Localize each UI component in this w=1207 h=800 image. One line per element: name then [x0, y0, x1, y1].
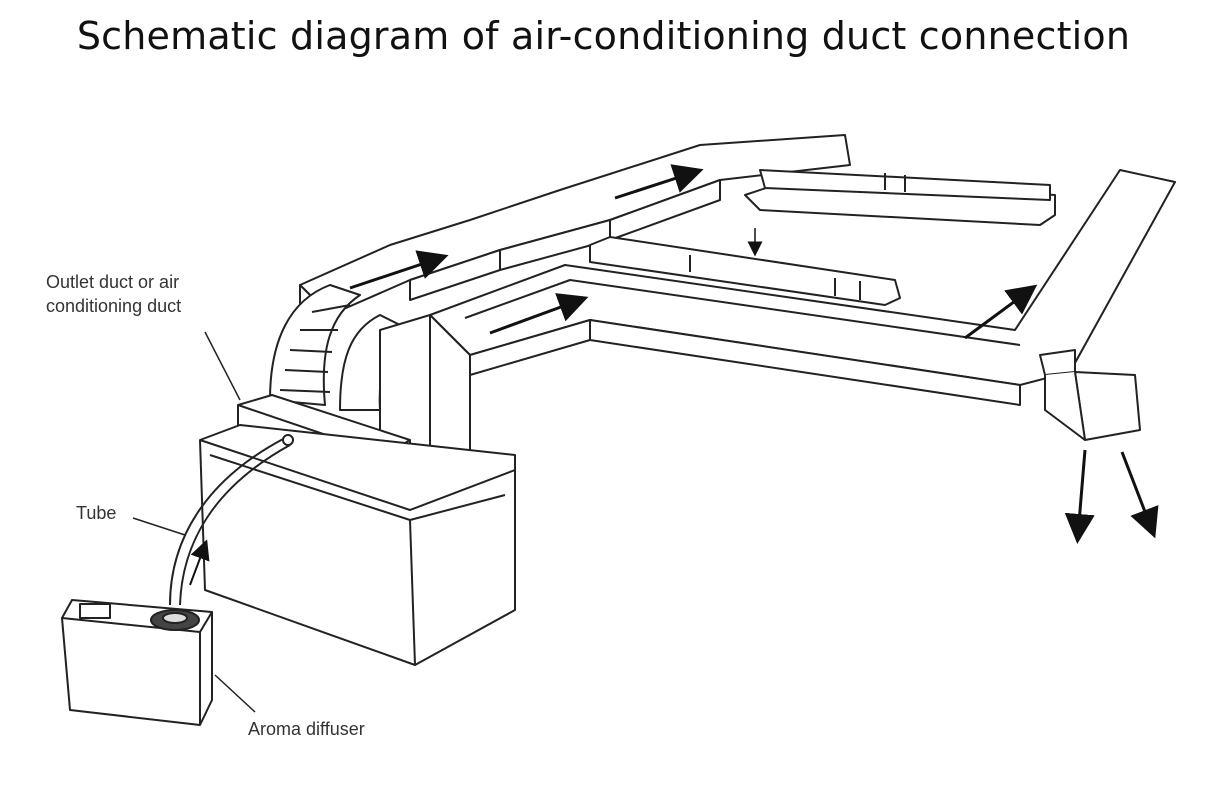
middle-duct [589, 236, 901, 306]
aroma-diffuser-label: Aroma diffuser [248, 719, 365, 739]
airflow-arrow [189, 539, 210, 586]
main-duct-lower [429, 169, 1176, 406]
tube [169, 434, 294, 606]
far-branch-duct [744, 169, 1056, 226]
airflow-arrow [489, 293, 589, 335]
right-riser-duct [1039, 349, 1141, 441]
air-handler-unit [199, 424, 516, 666]
airflow-arrow [1120, 451, 1159, 539]
tube-label: Tube [76, 503, 117, 523]
outlet-duct-label: Outlet duct or air conditioning duct [46, 272, 182, 316]
leader-lines [132, 331, 256, 713]
airflow-arrow [964, 284, 1038, 340]
airflow-arrows [189, 164, 1159, 586]
airflow-arrow [349, 250, 449, 290]
diagram-title: Schematic diagram of air-conditioning du… [76, 14, 1131, 58]
airflow-arrow [614, 164, 704, 200]
aroma-diffuser-device [61, 599, 213, 726]
airflow-arrow [1064, 449, 1095, 544]
